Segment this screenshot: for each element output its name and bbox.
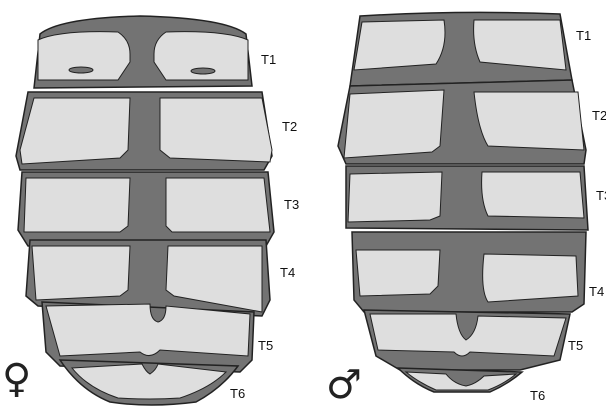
male-tergite-t3 [346, 166, 588, 230]
male-label-t4: T4 [589, 284, 604, 299]
female-label-t5: T5 [258, 338, 273, 353]
female-label-t2: T2 [282, 119, 297, 134]
male-tergite-t5 [364, 310, 570, 370]
male-label-t5: T5 [568, 338, 583, 353]
female-tergite-t2 [16, 92, 272, 170]
female-label-t3: T3 [284, 197, 299, 212]
female-label-t4: T4 [280, 265, 295, 280]
male-tergite-t1 [350, 12, 572, 86]
female-label-t6: T6 [230, 386, 245, 401]
female-tergite-t6 [60, 360, 238, 405]
male-tergite-t6 [398, 368, 522, 392]
male-label-t3: T3 [596, 188, 606, 203]
male-label-t6: T6 [530, 388, 545, 403]
male-tergite-t4 [352, 232, 586, 312]
male-symbol: ♂ [326, 362, 362, 406]
female-tergite-t3 [18, 172, 274, 246]
male-label-t2: T2 [592, 108, 606, 123]
male-tergite-t2 [338, 80, 586, 164]
female-label-t1: T1 [261, 52, 276, 67]
female-abdomen [16, 16, 274, 405]
female-tergite-t1 [34, 16, 252, 88]
male-label-t1: T1 [576, 28, 591, 43]
female-symbol: ♀ [2, 356, 31, 402]
male-abdomen [338, 12, 588, 392]
